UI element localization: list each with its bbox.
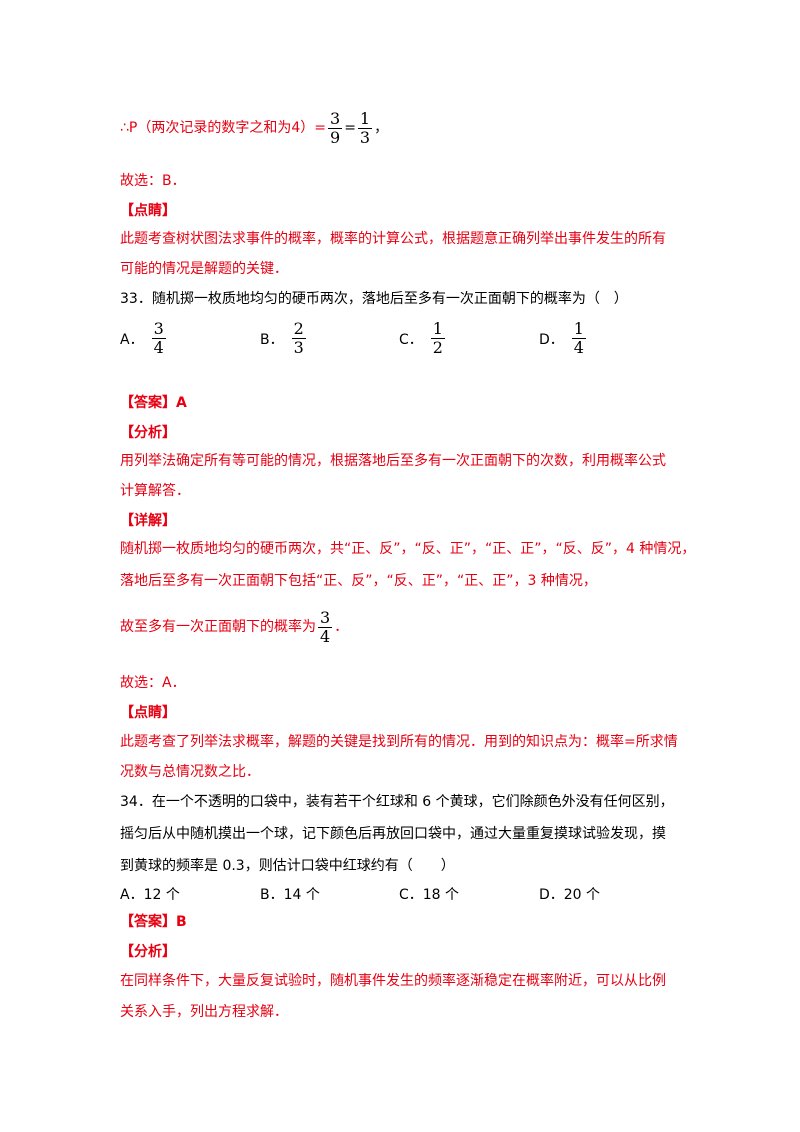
- q33-detail-line-2: 落地后至多有一次正面朝下包括“正、反”，“反、正”，“正、正”，3 种情况，: [120, 573, 597, 589]
- q33-comment-tag: 【点睛】: [120, 705, 176, 721]
- equals-sign: =: [344, 120, 356, 136]
- option-label: C．: [399, 331, 423, 348]
- q34-option-b[interactable]: B．14 个: [260, 887, 320, 903]
- q32-choose: 故选：B．: [120, 173, 186, 189]
- q33-comment-line-2: 况数与总情况数之比．: [120, 764, 260, 780]
- fraction-denominator: 2: [432, 338, 443, 357]
- q34-stem-line-3: 到黄球的频率是 0.3，则估计口袋中红球约有（ ）: [120, 858, 455, 874]
- q33-analysis-line-1: 用列举法确定所有等可能的情况，根据落地后至多有一次正面朝下的次数，利用概率公式: [120, 453, 666, 469]
- fraction-numerator: 2: [291, 319, 306, 339]
- q34-analysis-tag: 【分析】: [120, 944, 176, 960]
- q33-analysis-tag: 【分析】: [120, 425, 176, 441]
- fraction-numerator: 3: [318, 607, 333, 628]
- fraction-denominator: 9: [330, 127, 341, 147]
- fraction-denominator: 4: [320, 626, 331, 646]
- fraction-numerator: 3: [328, 108, 343, 129]
- fraction-numerator: 1: [357, 108, 373, 129]
- option-label: A．: [120, 331, 144, 348]
- q32-comment-line-2: 可能的情况是解题的关键．: [120, 261, 288, 277]
- conclusion-suffix: ，: [374, 120, 389, 136]
- option-label: D．: [539, 331, 564, 348]
- q33-choose: 故选：A．: [120, 675, 186, 691]
- q32-comment-line-1: 此题考查树状图法求事件的概率，概率的计算公式，根据题意正确列举出事件发生的所有: [120, 231, 666, 247]
- option-label: B．: [260, 331, 284, 348]
- fraction-numerator: 1: [430, 319, 445, 339]
- q33-answer: 【答案】A: [120, 395, 187, 411]
- fraction-denominator: 3: [359, 127, 371, 147]
- q34-analysis-line-2: 关系入手，列出方程求解．: [120, 1004, 288, 1020]
- q34-stem-line-1: 34．在一个不透明的口袋中，装有若干个红球和 6 个黄球，它们除颜色外没有任何区…: [120, 794, 674, 810]
- q34-option-d[interactable]: D．20 个: [539, 887, 601, 903]
- fraction-denominator: 4: [573, 338, 584, 357]
- fraction-denominator: 3: [293, 338, 304, 357]
- fraction-numerator: 3: [151, 319, 166, 339]
- q33-detail-tag: 【详解】: [120, 513, 176, 529]
- q33-analysis-line-2: 计算解答．: [120, 483, 190, 499]
- q32-comment-tag: 【点睛】: [120, 203, 176, 219]
- q33-comment-line-1: 此题考查了列举法求概率，解题的关键是找到所有的情况．用到的知识点为：概率=所求情: [120, 734, 678, 750]
- detail-3-suffix: ．: [334, 619, 349, 635]
- conclusion-prefix: ∴P（两次记录的数字之和为4）=: [120, 120, 326, 136]
- q34-option-c[interactable]: C．18 个: [399, 887, 460, 903]
- fraction-numerator: 1: [571, 319, 586, 339]
- q34-stem-line-2: 摇匀后从中随机摸出一个球，记下颜色后再放回口袋中，通过大量重复摸球试验发现，摸: [120, 826, 666, 842]
- q34-analysis-line-1: 在同样条件下，大量反复试验时，随机事件发生的频率逐渐稳定在概率附近，可以从比例: [120, 973, 666, 989]
- q33-detail-line-1: 随机掷一枚质地均匀的硬币两次，共“正、反”，“反、正”，“正、正”，“反、反”，…: [120, 541, 696, 557]
- detail-3-prefix: 故至多有一次正面朝下的概率为: [120, 619, 316, 635]
- q34-answer: 【答案】B: [120, 914, 187, 930]
- q33-stem: 33．随机掷一枚质地均匀的硬币两次，落地后至多有一次正面朝下的概率为（ ）: [120, 291, 628, 307]
- q34-option-a[interactable]: A．12 个: [120, 887, 180, 903]
- fraction-denominator: 4: [153, 338, 164, 357]
